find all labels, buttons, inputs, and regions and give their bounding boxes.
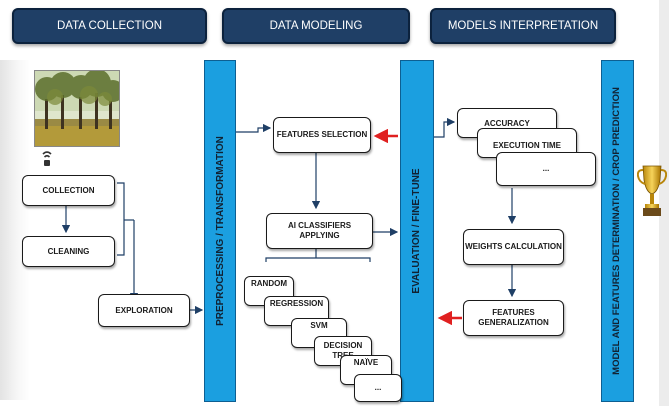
header-data-modeling: DATA MODELING bbox=[222, 8, 410, 44]
model-determination-bar bbox=[601, 60, 634, 402]
left-shading bbox=[0, 60, 30, 400]
exploration-box: EXPLORATION bbox=[98, 294, 190, 327]
evaluation-label: EVALUATION / FINE-TUNE bbox=[411, 168, 422, 294]
ai-classifiers-box: AI CLASSIFIERS APPLYING bbox=[266, 213, 373, 249]
evaluation-bar bbox=[400, 60, 434, 402]
weights-calculation-box: WEIGHTS CALCULATION bbox=[463, 229, 564, 265]
header-data-collection: DATA COLLECTION bbox=[12, 8, 207, 44]
right-edge-panel bbox=[659, 0, 669, 406]
trophy-icon bbox=[636, 162, 668, 230]
tree-landscape-photo bbox=[34, 70, 120, 147]
model-determination-label: MODEL AND FEATURES DETERMINATION / CROP … bbox=[611, 87, 622, 375]
more-metrics-box: ... bbox=[496, 152, 596, 186]
header-models-interpretation: MODELS INTERPRETATION bbox=[430, 8, 616, 44]
preprocessing-bar bbox=[204, 60, 236, 402]
preprocessing-label: PREPROCESSING / TRANSFORMATION bbox=[215, 136, 226, 326]
wireless-sensor-icon bbox=[36, 150, 58, 168]
collection-box: COLLECTION bbox=[22, 175, 115, 206]
features-selection-box: FEATURES SELECTION bbox=[273, 117, 371, 153]
features-generalization-box: FEATURES GENERALIZATION bbox=[463, 300, 564, 336]
classifier-more-box: ... bbox=[354, 374, 402, 402]
cleaning-box: CLEANING bbox=[22, 236, 115, 267]
